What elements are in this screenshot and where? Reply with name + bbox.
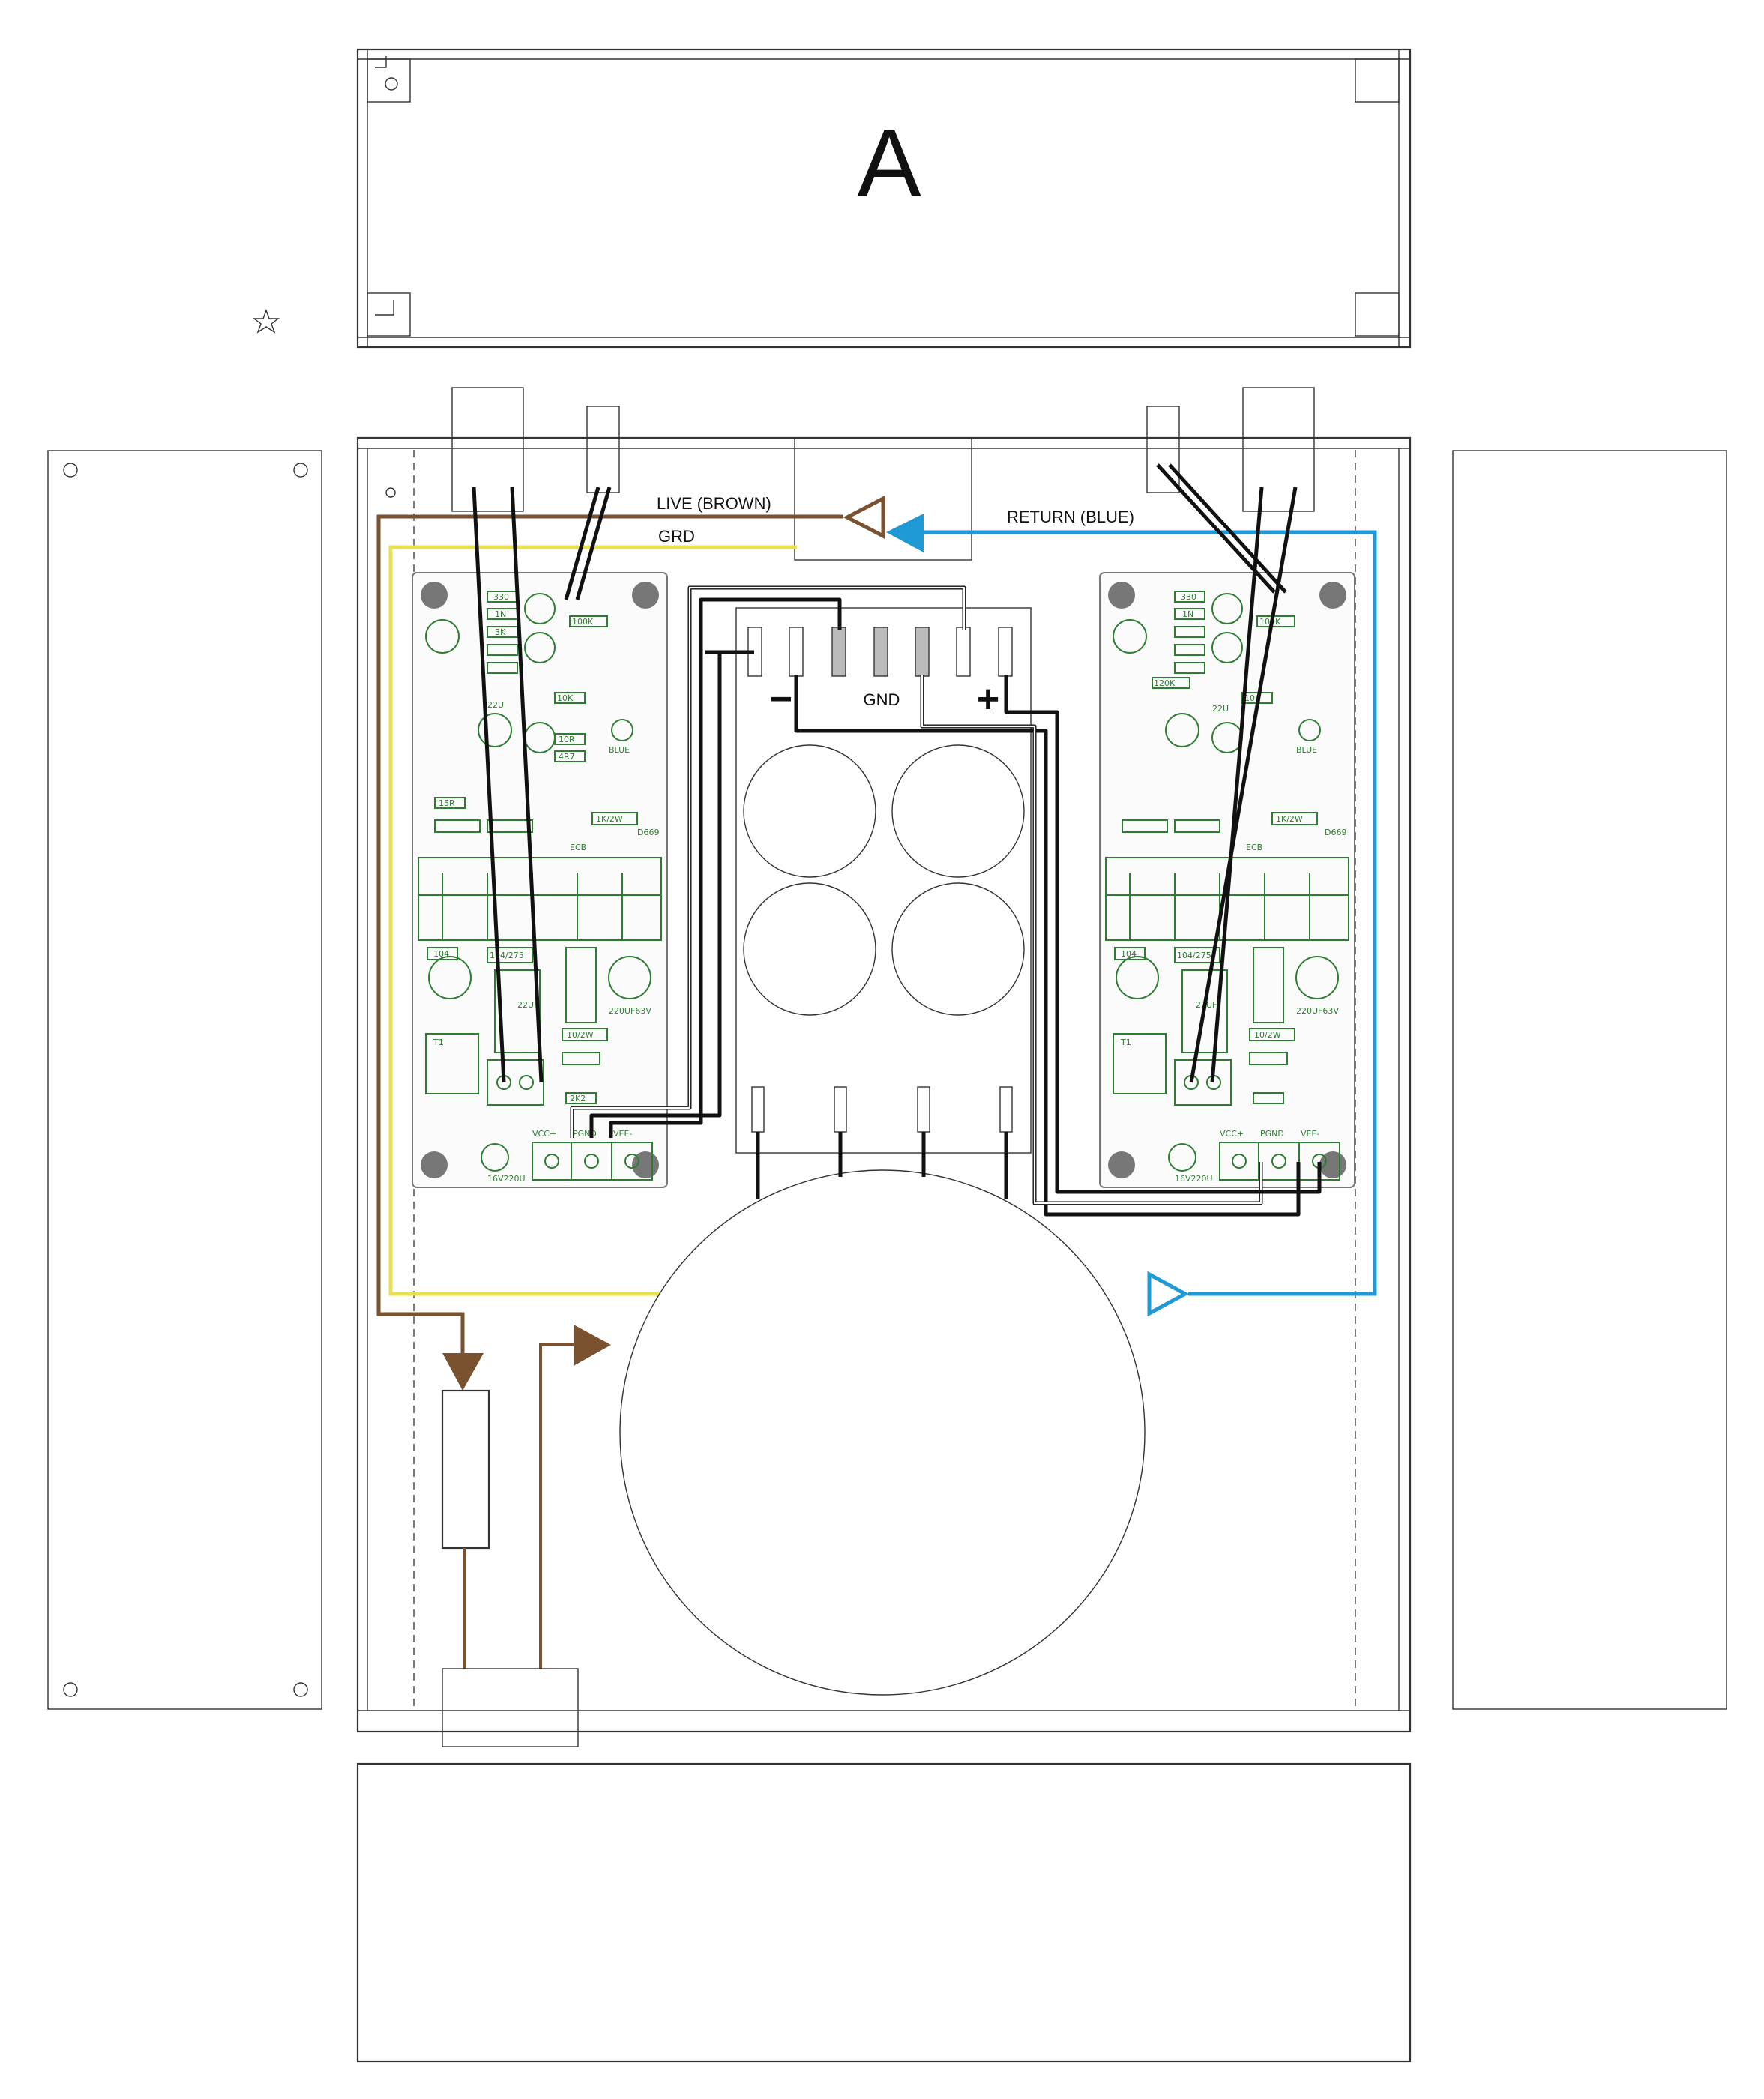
pcb-text: BLUE (609, 745, 630, 755)
pcb-text: D669 (1325, 828, 1346, 837)
psu-minus-label: − (770, 678, 792, 721)
pcb-text: 22U (1212, 704, 1229, 714)
right-side-panel (1452, 450, 1727, 1710)
pcb-text: 10/2W (567, 1030, 594, 1040)
pcb-text: 4R7 (559, 752, 575, 762)
left-speaker-wires (472, 487, 612, 1083)
left-input-block-small (586, 406, 620, 493)
pcb-text: D669 (637, 828, 659, 837)
pcb-text: 104/275 (490, 951, 524, 960)
pcb-text: 220UF63V (609, 1006, 651, 1016)
star-mark (252, 308, 280, 334)
pcb-text: 104 (1121, 949, 1137, 959)
filter-capacitor (743, 882, 876, 1016)
pcb-text: 16V220U (1175, 1174, 1213, 1184)
terminal-vee: VEE- (1301, 1129, 1319, 1139)
panel-letter: A (857, 110, 921, 217)
right-dc-supply-wires (794, 675, 1322, 1217)
fuse (441, 1389, 490, 1550)
pcb-text: 120K (1154, 678, 1176, 688)
pcb-text: 330 (493, 592, 509, 602)
pcb-text: 1K/2W (1276, 814, 1303, 824)
left-amplifier-board: 330 1N 3K 100K 10K 22U 10R 4R7 BLUE 15R … (412, 572, 668, 1188)
terminal-pgnd: PGND (1260, 1129, 1284, 1139)
pcb-text: 2K2 (570, 1094, 586, 1103)
live-arrow-right (574, 1325, 611, 1366)
pcb-text: 16V220U (487, 1174, 526, 1184)
return-arrow-in (886, 514, 924, 552)
right-input-block-small (1146, 406, 1180, 493)
pcb-text: T1 (433, 1038, 444, 1047)
pcb-text: 22UH (517, 1000, 540, 1010)
pcb-text: 330 (1181, 592, 1196, 602)
pcb-text: 220UF63V (1296, 1006, 1339, 1016)
transformer-leads (756, 1132, 1008, 1199)
power-switch (442, 1668, 579, 1747)
live-arrow-in (843, 495, 885, 540)
pcb-text: 104 (433, 949, 449, 959)
pcb-text: 22U (487, 700, 504, 710)
iec-inlet (794, 437, 972, 561)
pcb-text: 1N (1182, 609, 1193, 619)
pcb-text: 104/275 (1177, 951, 1211, 960)
pcb-text: 22UH (1196, 1000, 1218, 1010)
psu-gnd-label: GND (864, 690, 900, 709)
terminal-vcc: VCC+ (532, 1129, 556, 1139)
pcb-text: 10R (559, 735, 575, 744)
pcb-text: 1N (495, 609, 506, 619)
live-label: LIVE (BROWN) (657, 494, 771, 513)
pcb-text: 10K (557, 693, 574, 703)
ground-label: GRD (658, 527, 695, 546)
pcb-text: 1K/2W (596, 814, 623, 824)
psu-board (735, 607, 1032, 1154)
terminal-vee: VEE- (613, 1129, 632, 1139)
pcb-text: ECB (570, 843, 586, 852)
return-arrow-out (1147, 1271, 1190, 1317)
left-dc-supply-wires (570, 585, 966, 1138)
return-wire (916, 530, 1377, 1296)
right-input-block-large (1242, 387, 1315, 512)
psu-plus-label: + (977, 678, 999, 721)
right-speaker-wires (1156, 463, 1298, 1083)
filter-capacitor (891, 882, 1025, 1016)
return-label: RETURN (BLUE) (1007, 508, 1134, 526)
filter-capacitor (743, 744, 876, 878)
terminal-vcc: VCC+ (1220, 1129, 1244, 1139)
left-input-block-large (451, 387, 524, 512)
pcb-text: 10/2W (1254, 1030, 1281, 1040)
live-arrow-down (442, 1353, 484, 1391)
pcb-text: ECB (1246, 843, 1262, 852)
top-panel (356, 48, 1412, 349)
pcb-text: 3K (495, 627, 506, 637)
bottom-panel (356, 1762, 1412, 2063)
toroidal-transformer (619, 1169, 1146, 1696)
pcb-text: 100K (572, 617, 594, 627)
pcb-text: 15R (439, 798, 455, 808)
live-wire (376, 514, 843, 1357)
pcb-text: BLUE (1296, 745, 1317, 755)
left-side-panel (47, 450, 322, 1710)
filter-capacitor (891, 744, 1025, 878)
pcb-text: T1 (1120, 1038, 1131, 1047)
